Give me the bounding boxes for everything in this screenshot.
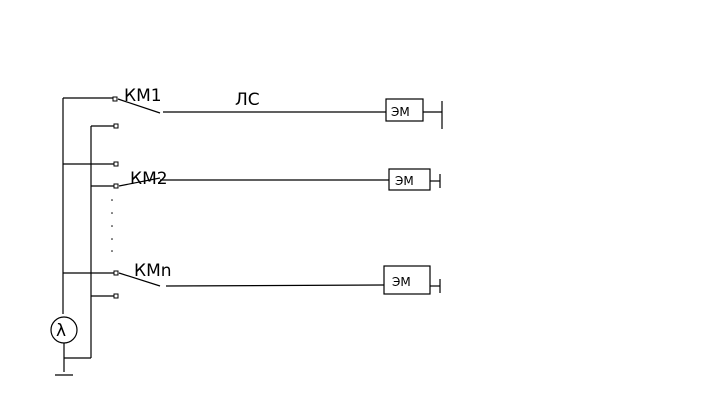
load-n-box [383,265,431,295]
contact-1-fixed [112,96,118,102]
load-1-label: ЭМ [391,105,410,119]
load-2-box [388,168,431,191]
continuation-dots [111,199,113,252]
contact-n-fixed [113,270,119,276]
contactor-1-blade [117,98,161,114]
contact-2-terminal [113,161,119,167]
line-n [165,284,385,287]
contactor-2-blade [118,177,161,187]
return-1-terminal [113,123,119,129]
line-1-label: ЛС [235,90,260,110]
load-2-label: ЭМ [395,174,414,188]
return-n-terminal [113,293,119,299]
contactor-n-label: КМn [134,261,172,281]
contactor-1-label: КМ1 [124,86,162,106]
source-label: λ [56,321,66,341]
contact-2-fixed [113,183,119,189]
load-n-label: ЭМ [392,275,411,289]
contactor-n-blade [118,272,161,287]
load-1-box [385,98,424,122]
contactor-2-label: КМ2 [130,169,168,189]
